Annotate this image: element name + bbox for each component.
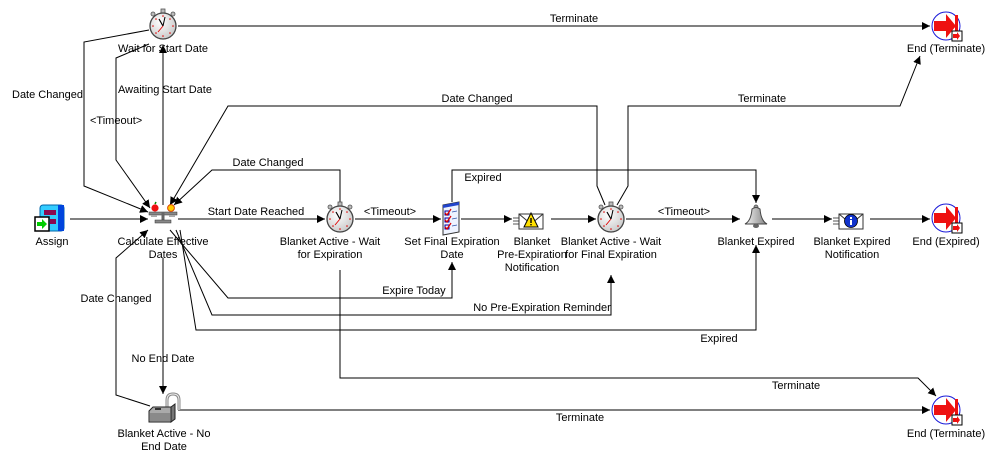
edge-label: Date Changed — [233, 157, 304, 169]
warning-envelope-icon[interactable] — [513, 211, 544, 230]
edge-activeWait-to-endTerm2[interactable] — [339, 270, 937, 397]
edge-label: No End Date — [132, 353, 195, 365]
edge-label: Awaiting Start Date — [118, 84, 212, 96]
stopwatch-icon[interactable] — [149, 8, 177, 40]
stopwatch-icon[interactable] — [597, 201, 625, 233]
node-label-endExpired: End (Expired) — [912, 236, 979, 248]
end-arrow-icon[interactable] — [931, 11, 963, 42]
edge-label: Terminate — [772, 380, 820, 392]
edge-label: <Timeout> — [364, 206, 416, 218]
edge-calc-to-finalWait[interactable] — [175, 229, 615, 316]
edge-label: Expired — [464, 172, 501, 184]
node-label-waitStart: Wait for Start Date — [118, 43, 208, 55]
edge-label: Date Changed — [12, 89, 83, 101]
edge-noEnd-to-calc[interactable] — [115, 229, 151, 407]
node-label-assign: Assign — [35, 236, 68, 248]
assign-function-icon[interactable] — [34, 204, 65, 232]
end-arrow-icon[interactable] — [931, 395, 963, 426]
edge-label: <Timeout> — [90, 115, 142, 127]
edge-label: Terminate — [550, 13, 598, 25]
edge-label: Start Date Reached — [208, 206, 305, 218]
edge-label: Terminate — [738, 93, 786, 105]
node-label-endTerm2: End (Terminate) — [907, 428, 985, 440]
edge-labels-layer: Awaiting Start Date <Timeout> Date Changed… — [12, 13, 820, 424]
edge-label: <Timeout> — [658, 206, 710, 218]
bell-icon[interactable] — [744, 204, 768, 228]
edge-label: Date Changed — [442, 93, 513, 105]
node-label-expired: Blanket Expired — [717, 236, 794, 248]
end-arrow-icon[interactable] — [931, 203, 963, 234]
edge-finalWait-to-calc[interactable] — [169, 105, 606, 206]
edge-label: Date Changed — [81, 293, 152, 305]
edge-label: No Pre-Expiration Reminder — [473, 302, 611, 314]
edge-waitStart-to-calc[interactable] — [83, 29, 150, 213]
node-label-endTerm1: End (Terminate) — [907, 43, 985, 55]
edge-label: Expire Today — [382, 285, 446, 297]
edge-finalWait-to-endTerm1[interactable] — [616, 55, 921, 206]
edge-calc-to-expired[interactable] — [179, 229, 760, 331]
edge-activeWait-to-calc[interactable] — [173, 169, 341, 206]
info-envelope-icon[interactable] — [833, 213, 864, 230]
edge-label: Terminate — [556, 412, 604, 424]
checklist-icon[interactable] — [442, 201, 460, 236]
edge-label: Expired — [700, 333, 737, 345]
edge-setFinal-to-expired[interactable] — [451, 169, 760, 203]
open-padlock-icon[interactable] — [148, 392, 181, 423]
edges-layer — [70, 22, 937, 414]
edge-waitStart-to-calc[interactable] — [115, 43, 151, 209]
stopwatch-icon[interactable] — [326, 201, 354, 233]
calculate-scale-icon[interactable] — [148, 201, 178, 224]
